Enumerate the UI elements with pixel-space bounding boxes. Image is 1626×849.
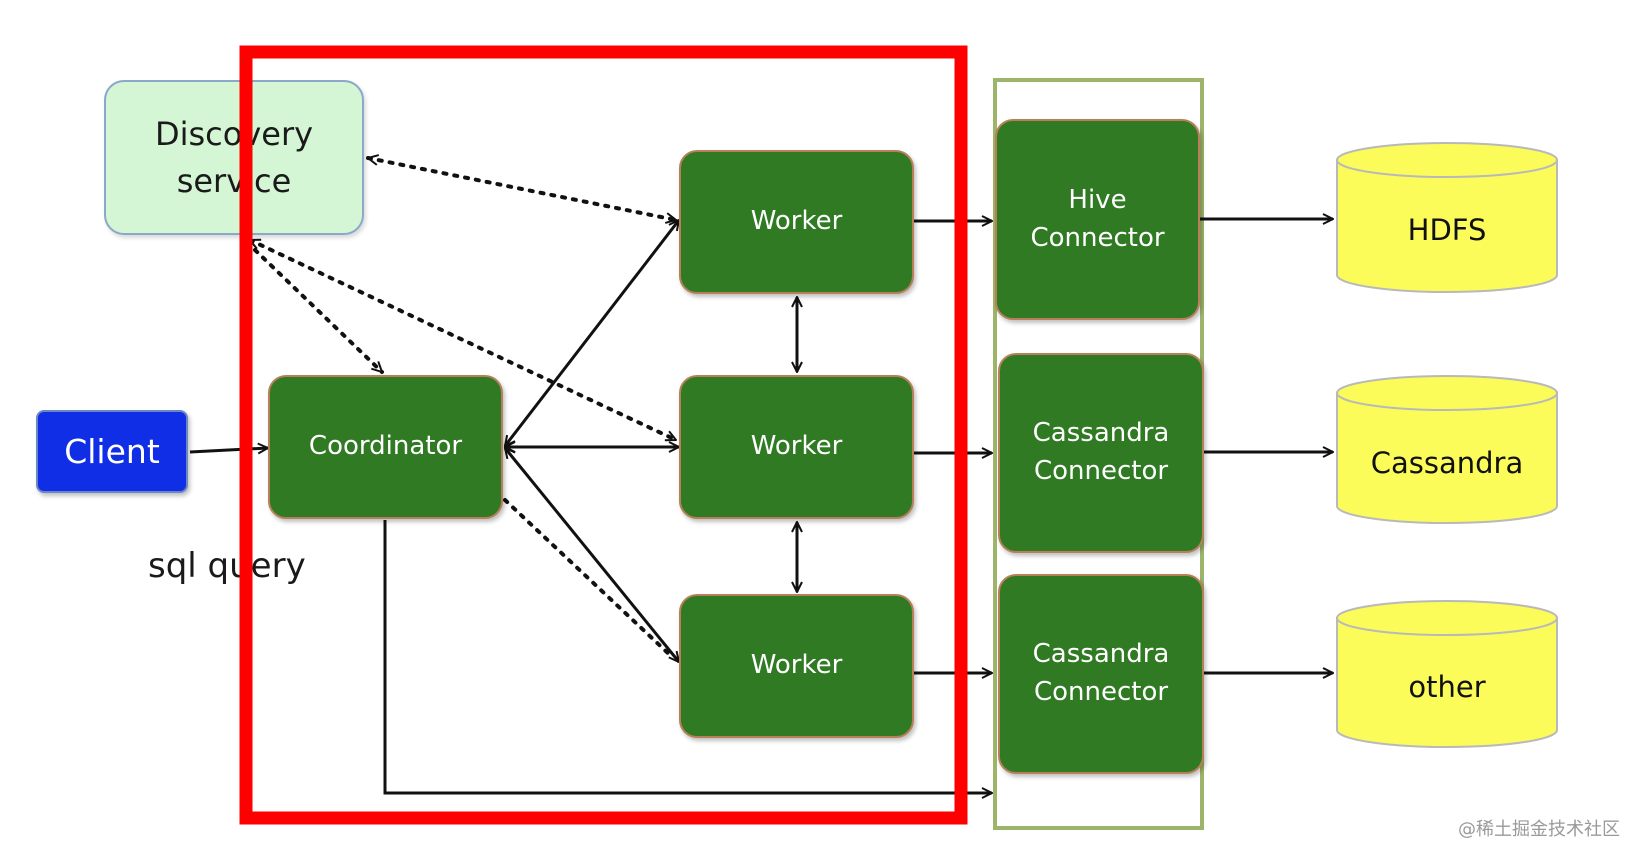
- cassandra-connector-box: Cassandra Connector: [998, 353, 1204, 553]
- discovery-coordinator-link: [253, 248, 384, 374]
- watermark: @稀土掘金技术社区: [1458, 819, 1620, 840]
- other-store-label: other: [1408, 670, 1486, 704]
- discovery-worker-top-link: [368, 158, 676, 220]
- cassandra-store-label: Cassandra: [1370, 446, 1524, 480]
- cassandra-cylinder: [1336, 375, 1558, 524]
- coordinator-box: Coordinator: [268, 375, 503, 519]
- hdfs-cylinder: [1336, 142, 1558, 293]
- worker-top-box: Worker: [679, 150, 914, 294]
- cassandra-connector-box-2: Cassandra Connector: [998, 574, 1204, 774]
- coordinator-worker-bottom-dotted-link: [503, 498, 672, 657]
- client-box: Client: [36, 410, 188, 493]
- hive-connector-box: Hive Connector: [995, 119, 1200, 320]
- client-coordinator-arrow: [189, 448, 268, 452]
- sql-query-label: sql query: [148, 546, 306, 586]
- worker-middle-box: Worker: [679, 375, 914, 519]
- coordinator-worker-bottom-arrow: [505, 448, 679, 662]
- other-cylinder: [1336, 600, 1558, 748]
- worker-bottom-box: Worker: [679, 594, 914, 738]
- coordinator-worker-top-arrow: [505, 220, 679, 446]
- discovery-service-box: Discovery service: [104, 80, 364, 235]
- hdfs-label: HDFS: [1407, 213, 1487, 247]
